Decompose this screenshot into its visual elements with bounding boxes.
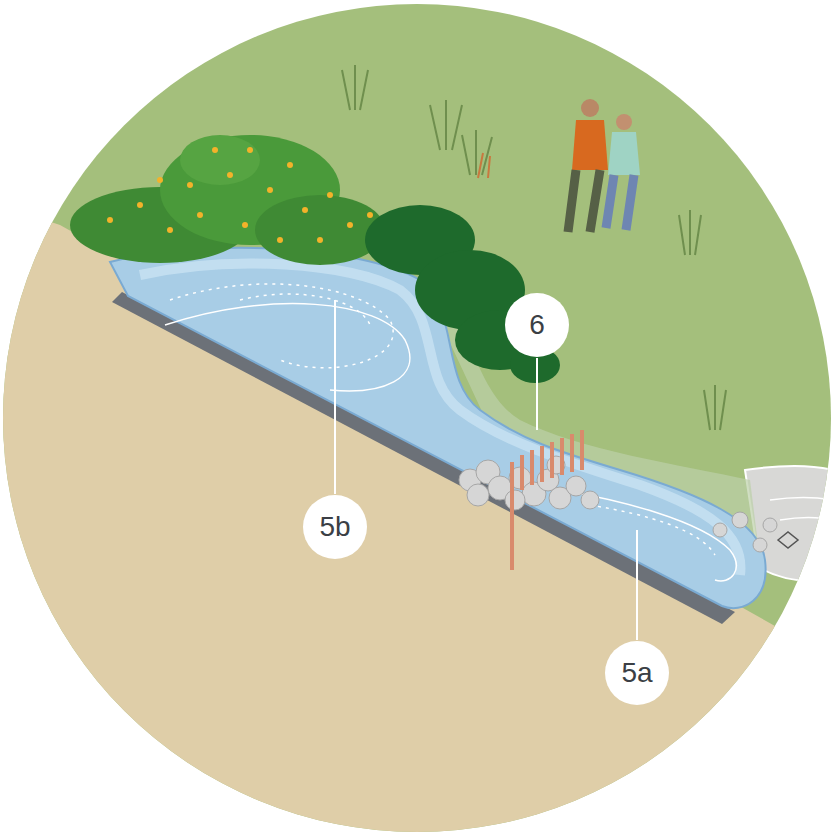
timber-stakes xyxy=(512,430,582,570)
callout-number: 6 xyxy=(529,311,545,339)
pond-water xyxy=(110,248,766,608)
walking-people xyxy=(568,99,640,232)
grass-tufts xyxy=(342,65,726,430)
callout-circle: 5b xyxy=(303,495,367,559)
callout-circle: 5a xyxy=(605,641,669,705)
callout-number: 5b xyxy=(319,513,350,541)
callout-number: 5a xyxy=(621,659,652,687)
flowering-shrub xyxy=(70,135,385,265)
rock-weir xyxy=(459,456,777,552)
callout-circle: 6 xyxy=(505,293,569,357)
leader-lines xyxy=(335,300,637,640)
soil-section xyxy=(0,205,833,836)
